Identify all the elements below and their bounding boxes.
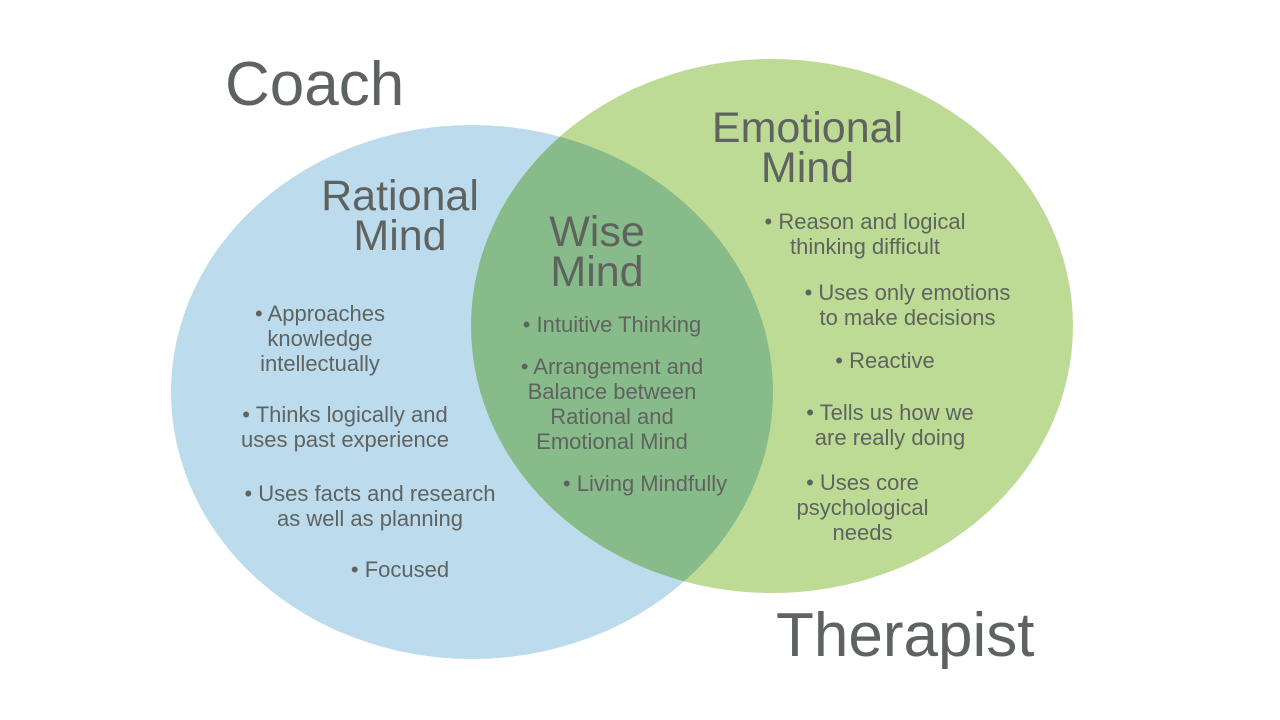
wise-item: • Arrangement and Balance between Ration… bbox=[497, 354, 727, 454]
rational-item: • Focused bbox=[320, 557, 480, 582]
item-line: • Focused bbox=[350, 557, 450, 582]
item-line: • Uses only emotions bbox=[804, 280, 1011, 305]
item-line: are really doing bbox=[814, 425, 966, 450]
rational-item: • Approaches knowledge intellectually bbox=[200, 301, 440, 376]
wise-mind-title: Wise Mind bbox=[517, 208, 677, 296]
item-line: Rational and bbox=[550, 404, 674, 429]
item-line: Emotional Mind bbox=[536, 429, 688, 454]
item-line: to make decisions bbox=[819, 305, 996, 330]
rational-item: • Uses facts and research as well as pla… bbox=[220, 481, 520, 531]
item-line: uses past experience bbox=[241, 427, 449, 452]
item-line: • Approaches bbox=[254, 301, 385, 326]
coach-label: Coach bbox=[225, 50, 405, 119]
item-line: • Uses core bbox=[806, 470, 919, 495]
rational-mind-title: Rational Mind bbox=[300, 172, 500, 260]
item-line: • Reason and logical bbox=[764, 209, 966, 234]
title-line: Wise bbox=[549, 208, 645, 256]
emotional-item: • Uses only emotions to make decisions bbox=[785, 280, 1030, 330]
item-line: • Arrangement and bbox=[520, 354, 704, 379]
item-line: Balance between bbox=[527, 379, 697, 404]
title-line: Rational bbox=[321, 172, 479, 220]
wise-item: • Intuitive Thinking bbox=[497, 312, 727, 337]
item-line: • Thinks logically and bbox=[242, 402, 448, 427]
wise-item: • Living Mindfully bbox=[540, 471, 750, 496]
item-line: needs bbox=[832, 520, 893, 545]
therapist-label: Therapist bbox=[776, 601, 1035, 670]
item-line: • Uses facts and research bbox=[244, 481, 496, 506]
title-line: Emotional bbox=[711, 104, 904, 152]
item-line: psychological bbox=[796, 495, 929, 520]
rational-item: • Thinks logically and uses past experie… bbox=[205, 402, 485, 452]
item-line: as well as planning bbox=[277, 506, 463, 531]
title-line: Mind bbox=[760, 144, 855, 192]
item-line: • Living Mindfully bbox=[562, 471, 728, 496]
title-line: Mind bbox=[550, 248, 644, 296]
item-line: • Tells us how we bbox=[806, 400, 974, 425]
emotional-item: • Reactive bbox=[815, 348, 955, 373]
item-line: thinking difficult bbox=[789, 234, 940, 259]
item-line: • Intuitive Thinking bbox=[522, 312, 702, 337]
item-line: intellectually bbox=[260, 351, 380, 376]
emotional-item: • Reason and logical thinking difficult bbox=[745, 209, 985, 259]
emotional-mind-title: Emotional Mind bbox=[690, 104, 925, 192]
emotional-item: • Tells us how we are really doing bbox=[785, 400, 995, 450]
title-line: Mind bbox=[353, 212, 447, 260]
item-line: • Reactive bbox=[835, 348, 935, 373]
item-line: knowledge bbox=[267, 326, 373, 351]
emotional-item: • Uses core psychological needs bbox=[775, 470, 950, 545]
